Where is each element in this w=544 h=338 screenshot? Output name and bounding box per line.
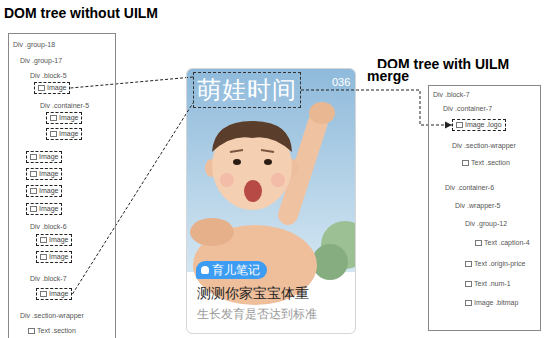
card-text: 测测你家宝宝体重 [197, 285, 309, 302]
tree-row: Div .block-7 [30, 274, 67, 283]
tree-row: Div .section-wrapper [452, 141, 516, 150]
text-icon [475, 240, 482, 246]
tag-badge: 育儿笔记 [196, 261, 267, 279]
image-node: Image [26, 185, 62, 197]
tree-row: Div .block-5 [30, 71, 67, 80]
panel-title: DOM tree without UILM [4, 5, 158, 22]
node-text: Image [49, 290, 68, 298]
node-text: Image [47, 84, 66, 92]
badge-icon [201, 266, 209, 274]
image-node: Image [26, 203, 62, 215]
tree-row: Div .container-5 [40, 101, 89, 110]
dashed-connector [301, 90, 452, 125]
text-icon [465, 261, 472, 267]
tree-label: Div .section-wrapper [20, 311, 84, 320]
node-text: Image .logo [465, 121, 502, 129]
tree-label: Div .container-6 [445, 183, 494, 192]
tree-row: Div .block-6 [30, 222, 67, 231]
tree-row: Div .container-7 [443, 104, 492, 113]
edge-label: merge [365, 68, 411, 85]
card-text: 036 [332, 76, 350, 89]
image-icon [456, 122, 463, 128]
tree-row: Text .origin-price [465, 259, 525, 268]
tree-label: Text .num-1 [474, 279, 511, 288]
node-text: 萌娃时间 [197, 76, 297, 103]
dashed-connector [72, 103, 193, 294]
tree-label: Div .block-5 [30, 71, 67, 80]
image-node: Image [46, 112, 82, 124]
image-node: Image [46, 128, 82, 140]
tree-row: Div .group-17 [20, 56, 62, 65]
image-node: Image [36, 234, 72, 246]
tree-label: Div .group-12 [465, 219, 507, 228]
image-node: Image [36, 251, 72, 263]
tree-label: Text .section [37, 326, 76, 335]
tree-label: Div .group-17 [20, 56, 62, 65]
tree-row: Div .wrapper-5 [455, 201, 501, 210]
tree-panel: DOM tree without UILMImageImageImageImag… [8, 33, 116, 338]
tree-label: Div .group-18 [13, 40, 55, 49]
tree-row: Text .section [28, 326, 76, 335]
node-text: Image [39, 187, 58, 195]
tree-label: Text .section [471, 158, 510, 167]
card-text: 生长发育是否达到标准 [197, 307, 317, 322]
image-icon [50, 115, 57, 121]
tree-row: Div .container-6 [445, 183, 494, 192]
tree-row: Div .group-18 [13, 40, 55, 49]
node-text: Image [49, 253, 68, 261]
node-text: Image [39, 205, 58, 213]
dashed-connector [70, 77, 193, 88]
image-node: Image [34, 82, 70, 94]
tree-label: Div .block-6 [30, 222, 67, 231]
title-region: 萌娃时间 [193, 72, 301, 108]
image-icon [465, 300, 472, 306]
text-icon [465, 281, 472, 287]
tree-row: Div .section-wrapper [20, 311, 84, 320]
tree-label: Text .origin-price [474, 259, 525, 268]
arrow-head [445, 122, 452, 129]
tree-row: Image .bitmap [465, 298, 518, 307]
node-text: Image [39, 170, 58, 178]
tree-row: Div .group-12 [465, 219, 507, 228]
image-icon [38, 85, 45, 91]
tree-label: Div .block-7 [433, 90, 470, 99]
image-icon [30, 206, 37, 212]
tree-row: Text .section [462, 158, 510, 167]
card-preview: 036 测测你家宝宝体重生长发育是否达到标准 萌娃时间育儿笔记 [186, 68, 356, 334]
image-icon [40, 291, 47, 297]
tree-label: Div .container-5 [40, 101, 89, 110]
tree-label: Text .caption-4 [484, 238, 530, 247]
image-icon [50, 131, 57, 137]
image-icon [40, 237, 47, 243]
tree-row: Text .num-1 [465, 279, 511, 288]
tree-row: Div .block-7 [433, 90, 470, 99]
image-icon [30, 171, 37, 177]
node-text: Image [49, 236, 68, 244]
node-text: Image [59, 130, 78, 138]
text-icon [462, 160, 469, 166]
tree-label: Div .container-7 [443, 104, 492, 113]
image-node: Image [36, 288, 72, 300]
tree-panel: DOM tree with UILMImage .logoDiv .block-… [428, 85, 541, 331]
image-icon [30, 188, 37, 194]
tree-row: Text .caption-4 [475, 238, 530, 247]
tree-label: Div .wrapper-5 [455, 201, 501, 210]
node-text: 育儿笔记 [212, 263, 260, 277]
text-icon [28, 328, 35, 334]
image-node: Image .logo [452, 119, 506, 131]
tree-label: Div .section-wrapper [452, 141, 516, 150]
image-icon [40, 254, 47, 260]
node-text: Image [39, 153, 58, 161]
image-node: Image [26, 151, 62, 163]
tree-label: Div .block-7 [30, 274, 67, 283]
image-node: Image [26, 168, 62, 180]
node-text: Image [59, 114, 78, 122]
image-icon [30, 154, 37, 160]
tree-label: Image .bitmap [474, 298, 518, 307]
